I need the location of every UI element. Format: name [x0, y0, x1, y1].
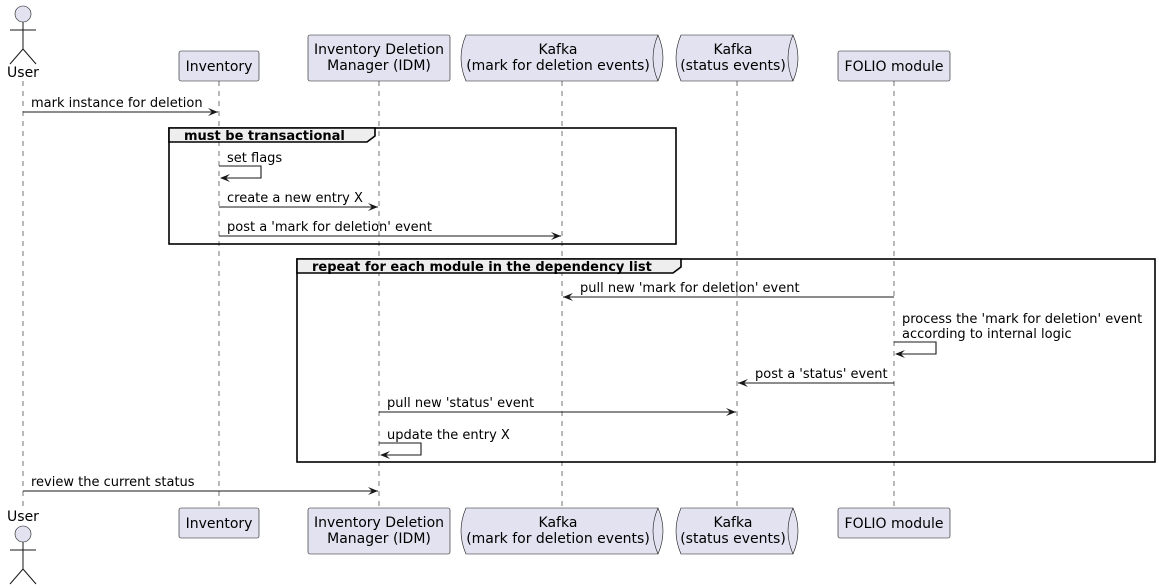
- group-frame-repeat-for-each-module-in-the-dependency-list: repeat for each module in the dependency…: [296, 258, 1156, 463]
- group-frame-must-be-transactional: must be transactional: [168, 127, 677, 245]
- message-label: update the entry X: [387, 428, 510, 443]
- participant-box: [178, 50, 260, 82]
- participant-box: [178, 507, 260, 539]
- participant-box: [837, 507, 951, 539]
- self-message-line: [379, 442, 422, 456]
- self-message-line: [219, 165, 262, 179]
- group-tab: [168, 127, 376, 143]
- message-6: process the 'mark for deletion' eventacc…: [894, 312, 1142, 358]
- queue-end-cap: [787, 34, 794, 82]
- arrowhead: [368, 487, 378, 495]
- participant-label: (status events): [680, 531, 786, 547]
- message-5: pull new 'mark for deletion' event: [563, 281, 894, 301]
- participant-label: User: [7, 509, 39, 525]
- participant-inventory-bottom: Inventory: [178, 507, 260, 539]
- group-border: [168, 127, 677, 245]
- participant-folio-bottom: FOLIO module: [837, 507, 951, 539]
- message-7: post a 'status' event: [738, 367, 894, 387]
- arrowhead: [220, 174, 230, 182]
- participant-user-top: User: [7, 5, 39, 81]
- participant-box: [307, 34, 451, 82]
- arrowhead: [895, 350, 905, 358]
- participant-label: Inventory: [186, 516, 253, 532]
- message-9: update the entry X: [379, 428, 510, 459]
- participant-kafka-mark-top: Kafka(mark for deletion events): [460, 34, 664, 82]
- participant-folio-top: FOLIO module: [837, 50, 951, 82]
- actor-head: [14, 5, 32, 23]
- participant-kafka-mark-bottom: Kafka(mark for deletion events): [460, 507, 664, 555]
- message-label: pull new 'status' event: [387, 396, 534, 411]
- participant-kafka-status-top: Kafka(status events): [675, 34, 799, 82]
- message-label: post a 'status' event: [755, 367, 888, 382]
- arrowhead: [726, 408, 736, 416]
- participant-label: Kafka: [714, 515, 753, 531]
- participant-label: (mark for deletion events): [466, 58, 650, 74]
- arrowhead: [380, 451, 390, 459]
- participant-kafka-status-bottom: Kafka(status events): [675, 507, 799, 555]
- actor-right-leg: [22, 48, 37, 65]
- arrowhead: [208, 108, 218, 116]
- message-label: mark instance for deletion: [31, 96, 203, 111]
- participant-label: Manager (IDM): [327, 531, 431, 547]
- arrowhead: [563, 293, 573, 301]
- actor-right-leg: [22, 568, 37, 585]
- queue-end-cap: [652, 34, 659, 82]
- participant-label: (status events): [680, 58, 786, 74]
- arrowhead: [368, 203, 378, 211]
- queue-end-cap: [652, 507, 659, 555]
- participant-inventory-top: Inventory: [178, 50, 260, 82]
- participant-label: Kafka: [539, 42, 578, 58]
- participant-box: [307, 507, 451, 555]
- messages: mark instance for deletion set flags creat…: [23, 96, 1142, 495]
- message-label: pull new 'mark for deletion' event: [580, 281, 800, 296]
- actor-left-leg: [9, 568, 24, 585]
- message-8: pull new 'status' event: [379, 396, 736, 416]
- message-label: review the current status: [31, 475, 195, 490]
- participant-label: Kafka: [539, 515, 578, 531]
- queue-end-cap: [787, 507, 794, 555]
- message-label: set flags: [227, 151, 282, 166]
- participant-label: Inventory Deletion: [314, 42, 444, 58]
- group-frames: must be transactional repeat for each mod…: [168, 127, 1156, 463]
- lifelines: [22, 81, 895, 508]
- arrowhead: [738, 379, 748, 387]
- group-tab: [296, 258, 682, 274]
- message-1: mark instance for deletion: [23, 96, 218, 116]
- message-label: post a 'mark for deletion' event: [227, 220, 432, 235]
- participant-label: Manager (IDM): [327, 58, 431, 74]
- participant-label: FOLIO module: [845, 59, 944, 75]
- group-label: repeat for each module in the dependency…: [312, 260, 652, 275]
- message-2: set flags: [219, 151, 282, 182]
- message-4: post a 'mark for deletion' event: [219, 220, 561, 240]
- self-message-line: [894, 341, 937, 355]
- participant-label: Kafka: [714, 42, 753, 58]
- message-label: create a new entry X: [227, 191, 363, 206]
- participant-user-bottom: User: [7, 509, 39, 585]
- arrowhead: [551, 232, 561, 240]
- group-label: must be transactional: [184, 129, 345, 144]
- participant-label: Inventory: [186, 59, 253, 75]
- message-label: process the 'mark for deletion' event: [902, 312, 1142, 327]
- participant-label: Inventory Deletion: [314, 515, 444, 531]
- actor-left-leg: [9, 48, 24, 65]
- message-3: create a new entry X: [219, 191, 378, 211]
- group-border: [296, 258, 1156, 463]
- participant-label: FOLIO module: [845, 516, 944, 532]
- message-10: review the current status: [23, 475, 378, 495]
- participant-box: [837, 50, 951, 82]
- participant-label: User: [7, 65, 39, 81]
- participant-label: (mark for deletion events): [466, 531, 650, 547]
- actor-head: [14, 525, 32, 543]
- message-label: according to internal logic: [902, 327, 1072, 342]
